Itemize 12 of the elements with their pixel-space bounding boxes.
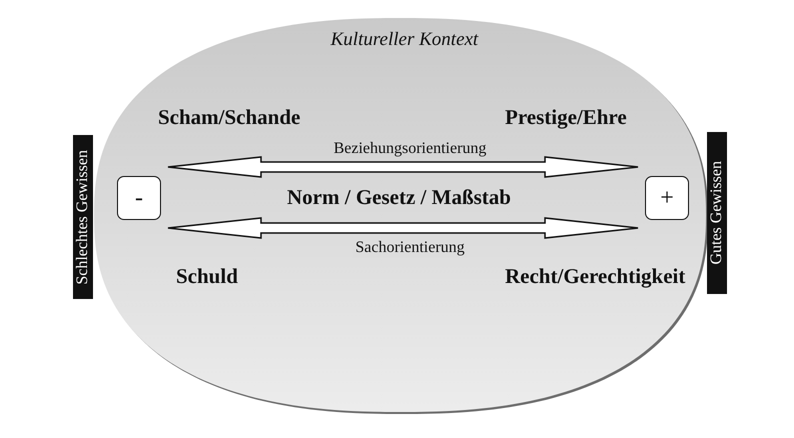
sign-box: + <box>645 176 689 220</box>
context-title: Kultureller Kontext <box>330 29 478 51</box>
double-arrow <box>167 217 639 239</box>
sign-box: - <box>117 176 161 220</box>
concept-label: Schuld <box>176 264 238 288</box>
concept-label: Norm / Gesetz / Maßstab <box>287 185 511 209</box>
concept-label: Prestige/Ehre <box>505 105 627 129</box>
concept-label: Recht/Gerechtigkeit <box>505 264 686 288</box>
vertical-label-bar: Schlechtes Gewissen <box>73 135 93 299</box>
double-arrow <box>167 156 639 178</box>
vertical-label-bar: Gutes Gewissen <box>707 132 727 294</box>
concept-label: Scham/Schande <box>158 105 300 129</box>
